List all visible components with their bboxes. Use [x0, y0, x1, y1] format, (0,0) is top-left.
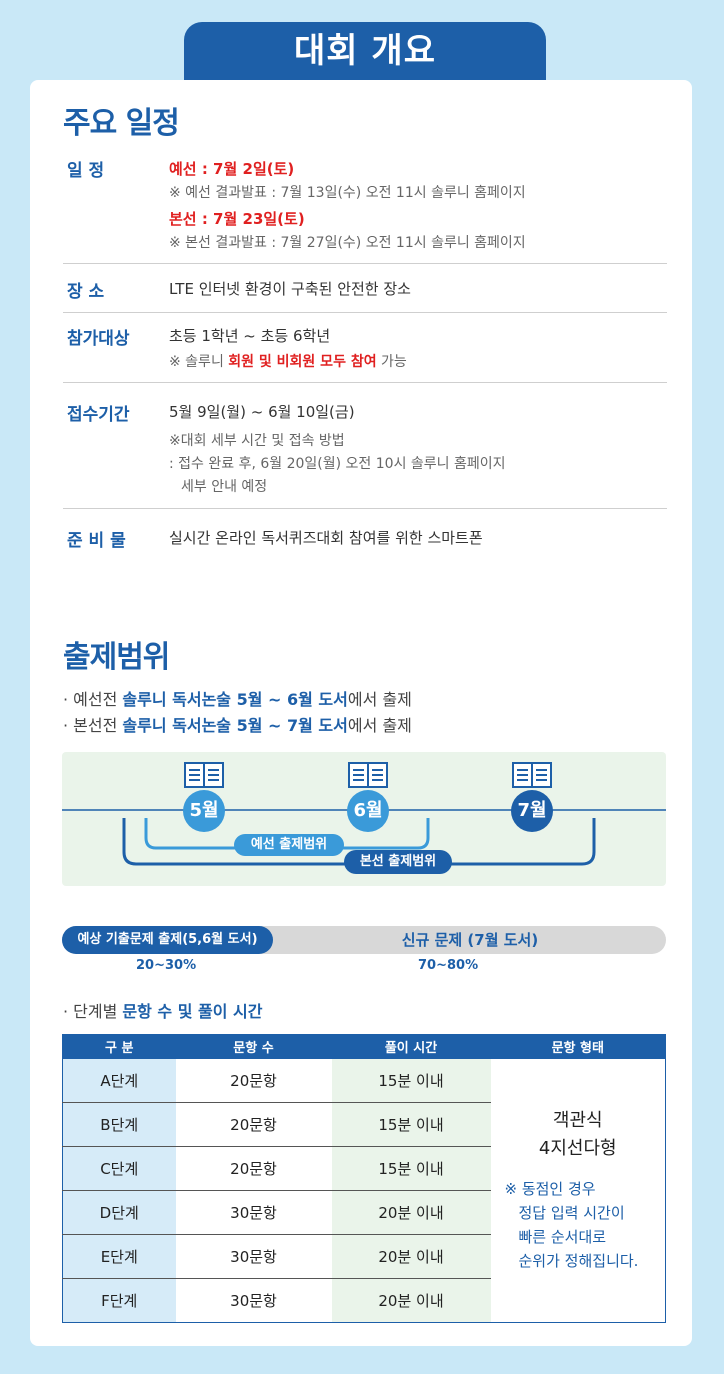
- count-cell: 20문항: [175, 1058, 332, 1103]
- level-cell: F단계: [62, 1278, 176, 1323]
- ratio-left-label: 예상 기출문제 출제(5,6월 도서): [62, 926, 273, 954]
- level-cell: A단계: [62, 1058, 176, 1103]
- page-title: 대회 개요: [184, 22, 546, 84]
- table-row: C단계 20문항 15분 이내: [62, 1146, 666, 1191]
- book-icon: [184, 762, 224, 788]
- table-row: B단계 20문항 15분 이내: [62, 1102, 666, 1147]
- period-row: 접수기간 5월 9일(월) ~ 6월 10일(금) ※대회 세부 시간 및 접속…: [63, 400, 667, 496]
- month-6-circle: 6월: [347, 790, 389, 832]
- level-cell: E단계: [62, 1234, 176, 1279]
- prelim-date: 예선 : 7월 2일(토): [169, 160, 295, 178]
- ratio-right-label: 신규 문제 (7월 도서): [401, 931, 539, 949]
- divider: [63, 508, 667, 509]
- count-cell: 30문항: [175, 1190, 332, 1235]
- scope-line-prelim: · 예선전 솔루니 독서논술 5월 ~ 6월 도서에서 출제: [63, 690, 412, 709]
- table-row: F단계 30문항 20분 이내: [62, 1278, 666, 1323]
- month-7-circle: 7월: [511, 790, 553, 832]
- count-cell: 30문항: [175, 1234, 332, 1279]
- period-note-2: : 접수 완료 후, 6월 20일(월) 오전 10시 솔루니 홈페이지: [169, 456, 506, 472]
- schedule-title: 주요 일정: [63, 106, 180, 141]
- period-text: 5월 9일(월) ~ 6월 10일(금): [169, 403, 355, 421]
- form-type-2: 4지선다형: [538, 1138, 617, 1160]
- place-row: 장 소 LTE 인터넷 환경이 구축된 안전한 장소: [63, 277, 667, 302]
- header-count: 문항 수: [175, 1034, 332, 1059]
- book-icon: [348, 762, 388, 788]
- target-text: 초등 1학년 ~ 초등 6학년: [169, 327, 331, 345]
- table-row: A단계 20문항 15분 이내 객관식 4지선다형 ※ 동점인 경우 정답 입력…: [62, 1058, 666, 1323]
- period-note-3: 세부 안내 예정: [181, 479, 268, 495]
- scope-line-final: · 본선전 솔루니 독서논술 5월 ~ 7월 도서에서 출제: [63, 716, 412, 735]
- time-cell: 15분 이내: [331, 1058, 491, 1103]
- target-note: ※ 솔루니 회원 및 비회원 모두 참여 가능: [169, 354, 407, 370]
- table-row: D단계 30문항 20분 이내: [62, 1190, 666, 1235]
- divider: [63, 263, 667, 264]
- schedule-date-row: 일 정 예선 : 7월 2일(토) ※ 예선 결과발표 : 7월 13일(수) …: [63, 156, 667, 256]
- month-5-circle: 5월: [183, 790, 225, 832]
- tie-note: ※ 동점인 경우 정답 입력 시간이 빠른 순서대로 순위가 정해집니다.: [504, 1180, 639, 1271]
- count-cell: 20문항: [175, 1102, 332, 1147]
- prep-label: 준 비 물: [67, 531, 126, 551]
- time-cell: 15분 이내: [331, 1102, 491, 1147]
- time-cell: 20분 이내: [331, 1190, 491, 1235]
- period-note-1: ※대회 세부 시간 및 접속 방법: [169, 433, 345, 449]
- period-label: 접수기간: [67, 405, 130, 425]
- prep-row: 준 비 물 실시간 온라인 독서퀴즈대회 참여를 위한 스마트폰: [63, 526, 667, 551]
- level-cell: D단계: [62, 1190, 176, 1235]
- table-row: E단계 30문항 20분 이내: [62, 1234, 666, 1279]
- prelim-range-label: 예선 출제범위: [234, 834, 344, 856]
- scope-timeline: 5월 6월 7월 예선 출제범위 본선 출제범위: [62, 752, 666, 886]
- header-form: 문항 형태: [490, 1034, 666, 1059]
- final-date: 본선 : 7월 23일(토): [169, 210, 305, 228]
- target-row: 참가대상 초등 1학년 ~ 초등 6학년 ※ 솔루니 회원 및 비회원 모두 참…: [63, 324, 667, 374]
- form-cell: 객관식 4지선다형 ※ 동점인 경우 정답 입력 시간이 빠른 순서대로 순위가…: [490, 1058, 666, 1323]
- book-icon: [512, 762, 552, 788]
- count-cell: 20문항: [175, 1146, 332, 1191]
- target-label: 참가대상: [67, 329, 130, 349]
- table-header-row: 구 분 문항 수 풀이 시간 문항 형태: [62, 1034, 666, 1059]
- header-level: 구 분: [62, 1034, 176, 1059]
- level-cell: C단계: [62, 1146, 176, 1191]
- level-cell: B단계: [62, 1102, 176, 1147]
- ratio-left-pct: 20~30%: [136, 958, 197, 973]
- divider: [63, 312, 667, 313]
- levels-intro: · 단계별 문항 수 및 풀이 시간: [63, 1002, 263, 1021]
- count-cell: 30문항: [175, 1278, 332, 1323]
- prep-text: 실시간 온라인 독서퀴즈대회 참여를 위한 스마트폰: [169, 529, 483, 547]
- time-cell: 20분 이내: [331, 1234, 491, 1279]
- final-result-note: ※ 본선 결과발표 : 7월 27일(수) 오전 11시 솔루니 홈페이지: [169, 235, 526, 251]
- levels-table: 구 분 문항 수 풀이 시간 문항 형태 A단계 20문항 15분 이내 객관식…: [62, 1034, 666, 1323]
- divider: [63, 382, 667, 383]
- form-type-1: 객관식: [552, 1110, 603, 1132]
- prelim-result-note: ※ 예선 결과발표 : 7월 13일(수) 오전 11시 솔루니 홈페이지: [169, 185, 526, 201]
- time-cell: 15분 이내: [331, 1146, 491, 1191]
- header-time: 풀이 시간: [331, 1034, 491, 1059]
- final-range-label: 본선 출제범위: [344, 850, 452, 874]
- ratio-right-pct: 70~80%: [418, 958, 479, 973]
- time-cell: 20분 이내: [331, 1278, 491, 1323]
- date-label: 일 정: [67, 161, 105, 181]
- place-text: LTE 인터넷 환경이 구축된 안전한 장소: [169, 280, 411, 298]
- scope-title: 출제범위: [63, 640, 170, 675]
- place-label: 장 소: [67, 282, 105, 302]
